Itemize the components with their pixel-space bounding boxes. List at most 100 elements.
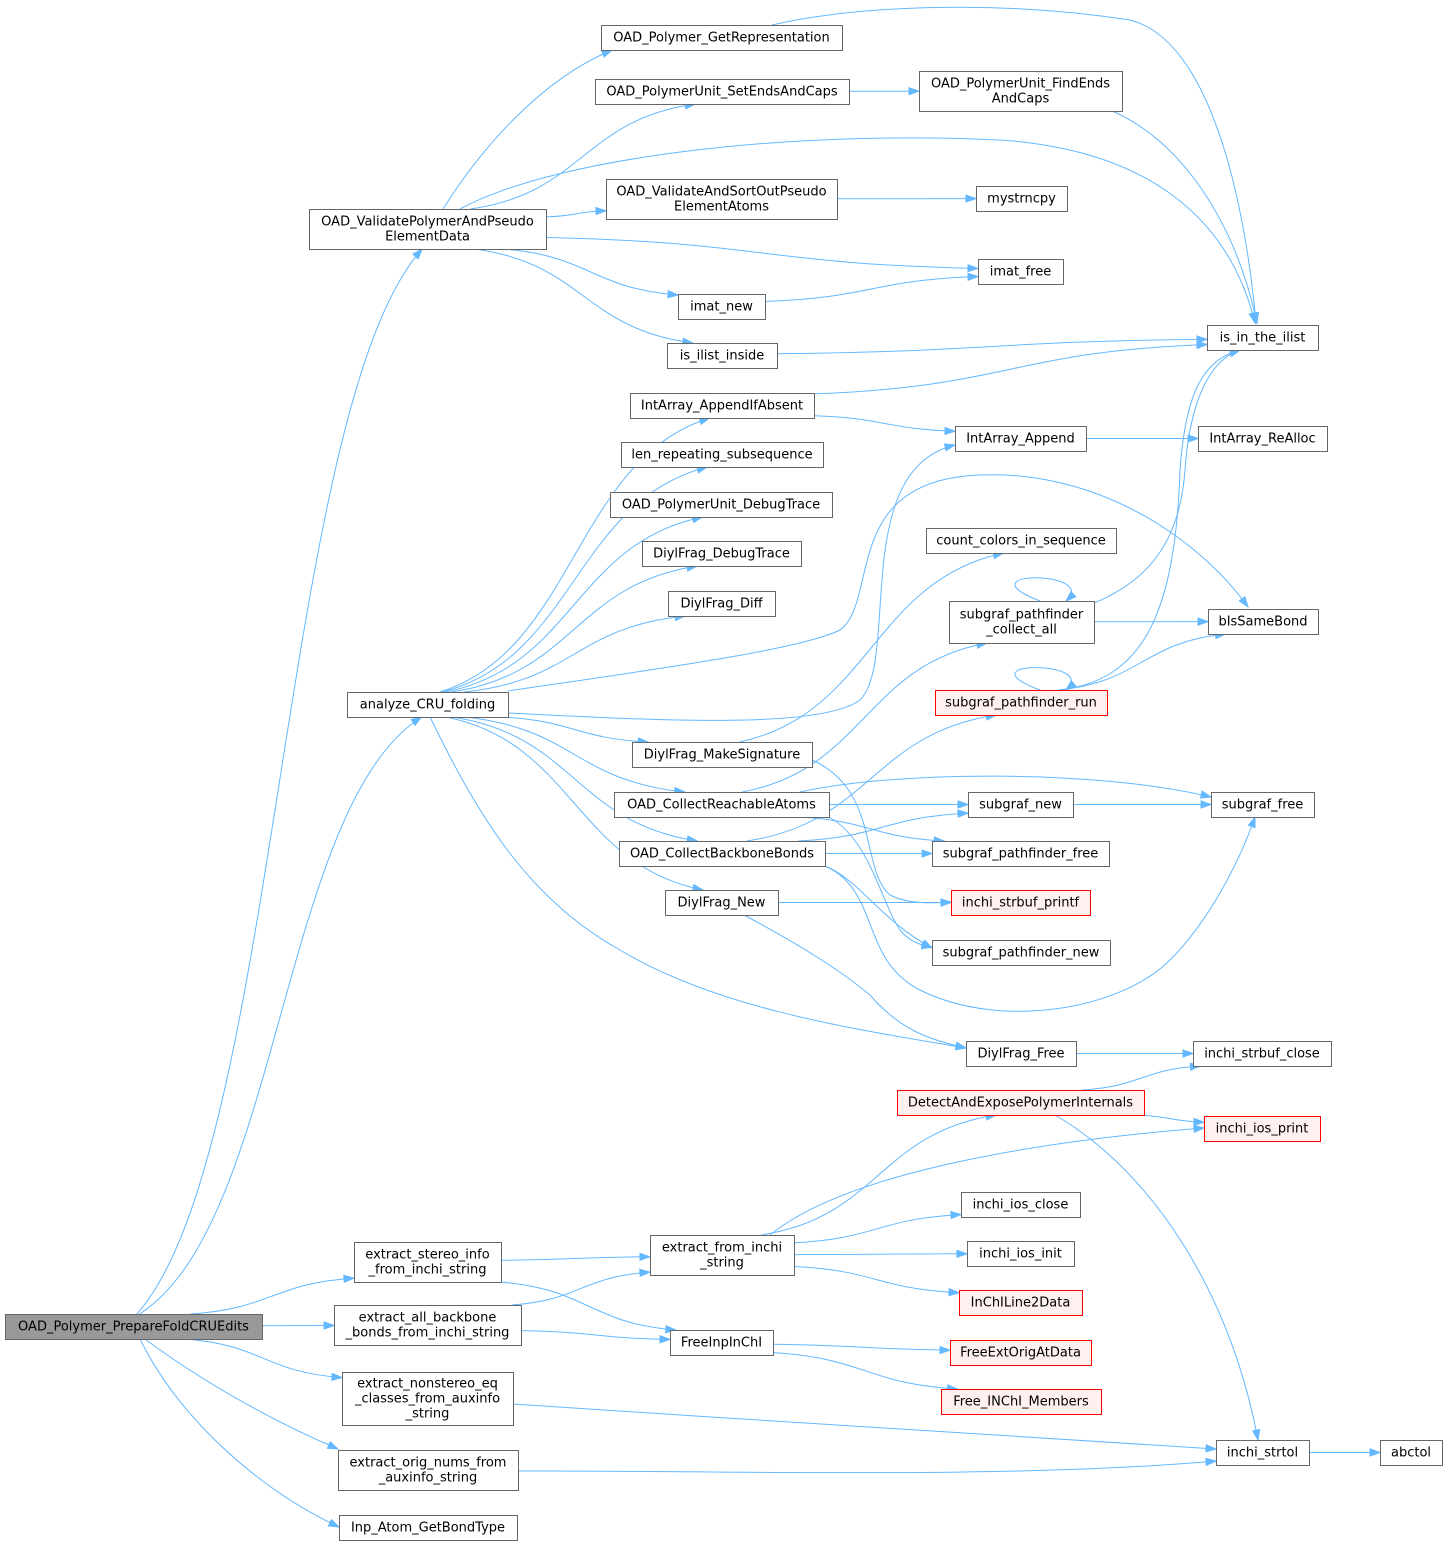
node-label-line: OAD_PolymerUnit_FindEnds [931,77,1110,92]
node-inp-bond[interactable]: Inp_Atom_GetBondType [339,1515,518,1541]
node-label-line: DiylFrag_Diff [680,597,763,612]
node-mystrncpy[interactable]: mystrncpy [976,186,1068,212]
node-realloc[interactable]: IntArray_ReAlloc [1198,426,1328,452]
node-box [678,294,766,320]
node-label-line: bIsSameBond [1218,615,1307,630]
edge-line [136,248,423,1315]
edge-line [184,1338,343,1379]
node-backbone[interactable]: OAD_CollectBackboneBonds [619,841,826,867]
edge-line [139,716,422,1315]
node-box [642,541,802,567]
node-label-line: ElementData [385,230,470,245]
edge-line [793,1214,962,1244]
node-label-line: OAD_CollectReachableAtoms [627,798,816,813]
edge-reach-to-sg_free [799,775,1213,799]
node-setends[interactable]: OAD_PolymerUnit_SetEndsAndCaps [595,79,850,105]
edge-line [793,1266,960,1294]
edge-ia_append-to-realloc [1085,434,1200,443]
edge-line [517,1460,1217,1474]
edge-line [442,466,708,693]
edge-arrowhead [600,49,614,58]
node-label-line: OAD_ValidateAndSortOutPseudo [616,185,826,200]
node-label-line: is_in_the_ilist [1220,331,1306,346]
node-pf-collect[interactable]: subgraf_pathfinder_collect_all [949,601,1095,644]
node-df-diff[interactable]: DiylFrag_Diff [668,591,776,617]
node-ext-orig[interactable]: extract_orig_nums_from_auxinfo_string [338,1450,519,1491]
edge-arrowhead [954,1041,968,1050]
edge-line [474,248,693,344]
edge-arrowhead [331,1372,344,1381]
node-line2data[interactable]: InChILine2Data [959,1290,1083,1316]
node-countcolors[interactable]: count_colors_in_sequence [926,528,1117,554]
node-sb-printf[interactable]: inchi_strbuf_printf [951,890,1091,916]
node-ia-append[interactable]: IntArray_Append [955,426,1087,452]
node-lenrep[interactable]: len_repeating_subsequence [621,442,824,468]
node-box [932,841,1110,867]
node-pf-free[interactable]: subgraf_pathfinder_free [932,841,1110,867]
node-freeinp[interactable]: FreeInpInChI [670,1330,774,1356]
node-in-ilist[interactable]: is_in_the_ilist [1207,325,1319,351]
edge-line [1014,577,1072,602]
edge-sortpseudo-to-mystrncpy [836,194,978,203]
node-box [935,690,1108,716]
node-ext-backbone[interactable]: extract_all_backbone_bonds_from_inchi_st… [334,1305,522,1346]
node-getrep[interactable]: OAD_Polymer_GetRepresentation [601,25,843,51]
edge-arrowhead [944,426,957,436]
node-abctol[interactable]: abctol [1380,1440,1443,1466]
node-ios-init[interactable]: inchi_ios_init [967,1241,1075,1267]
node-root[interactable]: OAD_Polymer_PrepareFoldCRUEdits [5,1314,263,1340]
edge-arrowhead [967,272,980,282]
node-df-new[interactable]: DiylFrag_New [665,890,779,916]
node-appendifabsent[interactable]: IntArray_AppendIfAbsent [630,393,815,419]
edge-line [511,1271,651,1306]
node-label-line: subgraf_pathfinder [960,608,1084,623]
node-freemembers[interactable]: Free_INChI_Members [941,1389,1102,1415]
edge-validate-to-imat_free [545,237,980,273]
edge-line [813,415,956,432]
edge-arrowhead [1196,340,1209,350]
edge-arrowhead [343,1274,356,1284]
node-ext-stereo[interactable]: extract_stereo_info_from_inchi_string [354,1242,502,1283]
node-ios-print[interactable]: inchi_ios_print [1204,1116,1321,1142]
node-detect[interactable]: DetectAndExposePolymerInternals [897,1090,1145,1116]
node-df-free[interactable]: DiylFrag_Free [966,1041,1077,1067]
node-box [968,792,1074,818]
node-imat-new[interactable]: imat_new [678,294,766,320]
edge-arrowhead [1193,1117,1206,1127]
edge-line [776,338,1208,355]
edge-arrowhead [639,1268,652,1278]
node-imat-free[interactable]: imat_free [978,259,1064,285]
node-pf-new[interactable]: subgraf_pathfinder_new [932,940,1111,966]
edge-arrowhead [323,1321,336,1330]
node-sg-new[interactable]: subgraf_new [968,792,1074,818]
node-ios-close[interactable]: inchi_ios_close [961,1192,1081,1218]
node-sg-free[interactable]: subgraf_free [1211,792,1315,818]
edge-line [451,565,698,693]
node-sb-close[interactable]: inchi_strbuf_close [1193,1041,1332,1067]
node-samebond[interactable]: bIsSameBond [1208,609,1319,635]
node-box [966,1041,1077,1067]
edge-validate-to-sortpseudo [545,206,608,218]
edge-line [507,474,1249,692]
edge-df_free-to-sb_close [1076,1049,1195,1058]
node-label-line: _bonds_from_inchi_string [345,1326,510,1341]
node-analyze[interactable]: analyze_CRU_folding [347,692,509,718]
node-freeext[interactable]: FreeExtOrigAtData [950,1340,1092,1366]
node-ext-nonstereo[interactable]: extract_nonstereo_eq_classes_from_auxinf… [342,1372,514,1426]
node-strtol[interactable]: inchi_strtol [1216,1440,1310,1466]
node-df-debug[interactable]: DiylFrag_DebugTrace [642,541,802,567]
edge-line [824,816,1256,1012]
node-is-ilist-inside[interactable]: is_ilist_inside [667,343,778,369]
node-df-sig[interactable]: DiylFrag_MakeSignature [632,742,813,768]
node-box [1198,426,1328,452]
node-pu-debug[interactable]: OAD_PolymerUnit_DebugTrace [610,492,833,518]
node-ext-inchi[interactable]: extract_from_inchi_string [650,1235,795,1276]
node-label-line: len_repeating_subsequence [631,448,812,463]
node-label-line: inchi_ios_print [1216,1122,1309,1137]
node-label-line: Free_INChI_Members [953,1395,1089,1410]
node-reach[interactable]: OAD_CollectReachableAtoms [614,792,830,818]
node-pf-run[interactable]: subgraf_pathfinder_run [935,690,1108,716]
